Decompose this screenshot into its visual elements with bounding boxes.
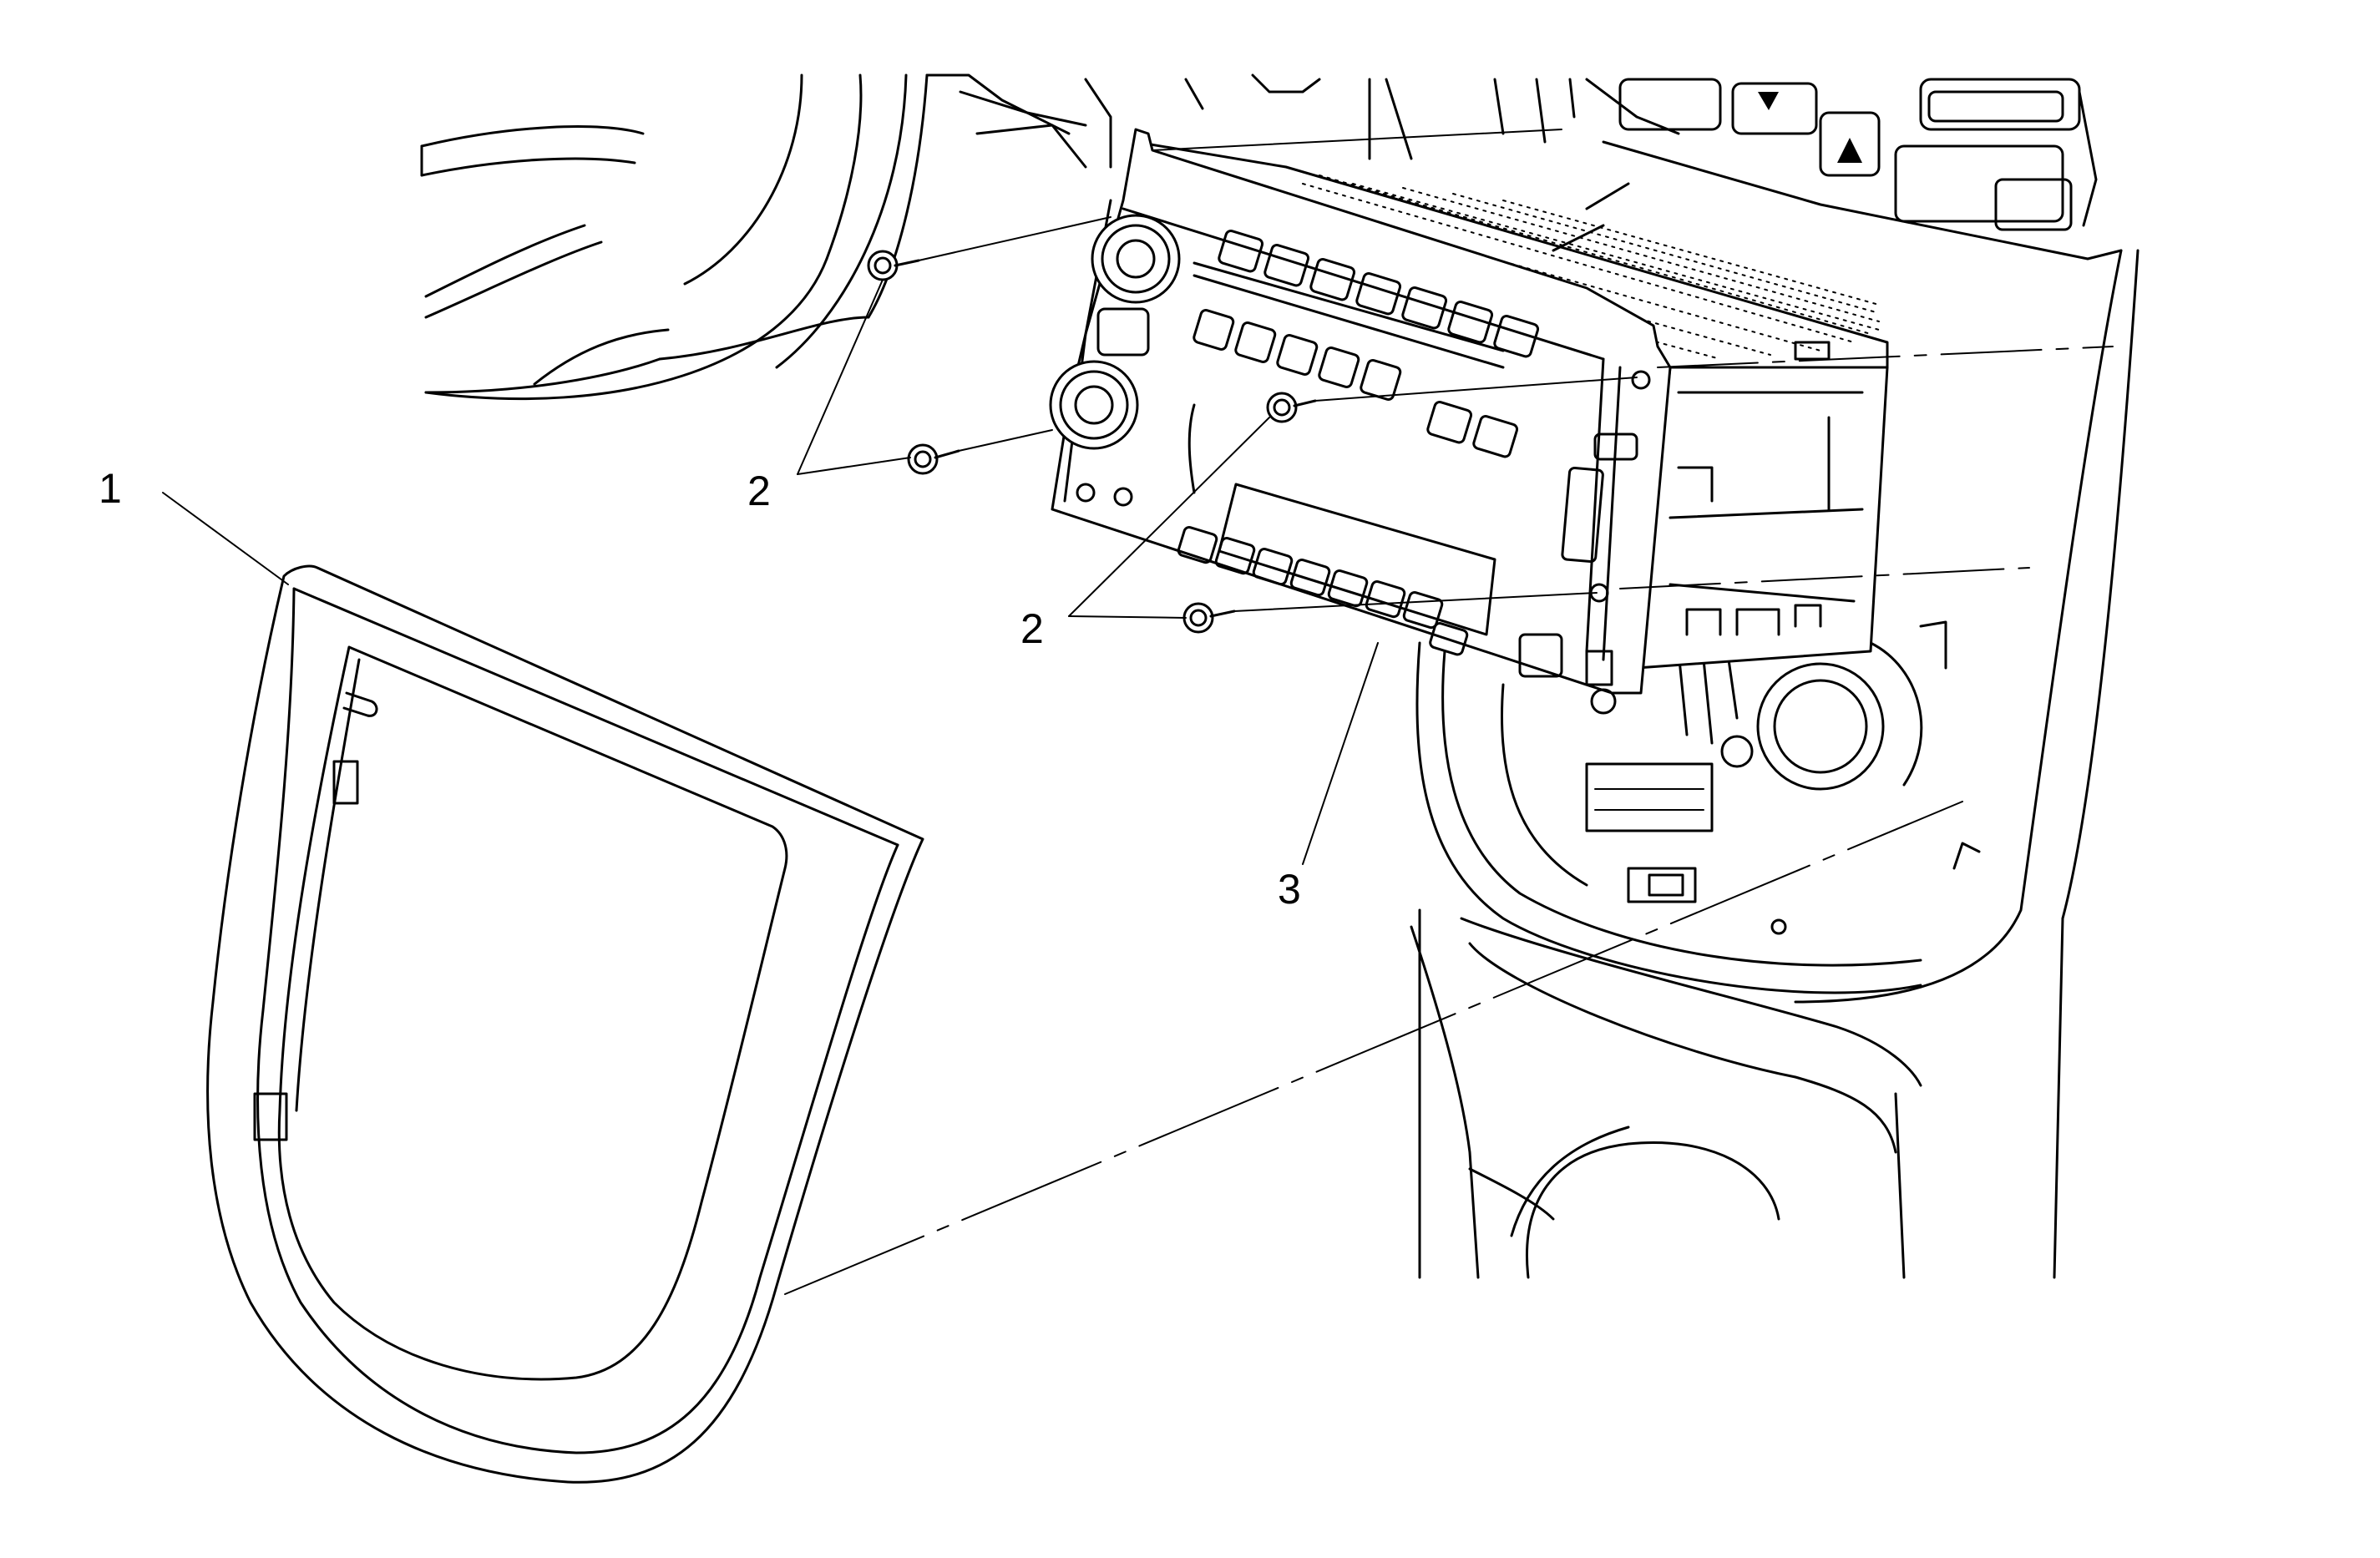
lower-knob <box>1049 360 1139 450</box>
upper-knob <box>1091 214 1181 304</box>
callout-bezel: 1 <box>99 465 122 512</box>
callout-screws-upper: 2 <box>747 468 771 514</box>
callout-radio: 3 <box>1278 866 1301 913</box>
preset-buttons-upper <box>1218 229 1540 358</box>
screw-mid-left <box>907 443 960 475</box>
preset-buttons-middle <box>1193 308 1519 458</box>
steering-wheel <box>420 73 929 401</box>
instrument-panel <box>925 73 2139 1279</box>
leader-lines <box>162 279 1379 865</box>
screw-upper-left <box>867 250 920 281</box>
radio-assembly <box>1049 128 1889 715</box>
screw-mid-right <box>1266 392 1317 423</box>
preset-buttons-lower <box>1177 525 1469 656</box>
screw-lower <box>1182 602 1236 634</box>
callout-screws-lower: 2 <box>1020 605 1044 652</box>
alignment-lines <box>784 129 2114 1295</box>
radio-trim-bezel <box>206 564 924 1484</box>
